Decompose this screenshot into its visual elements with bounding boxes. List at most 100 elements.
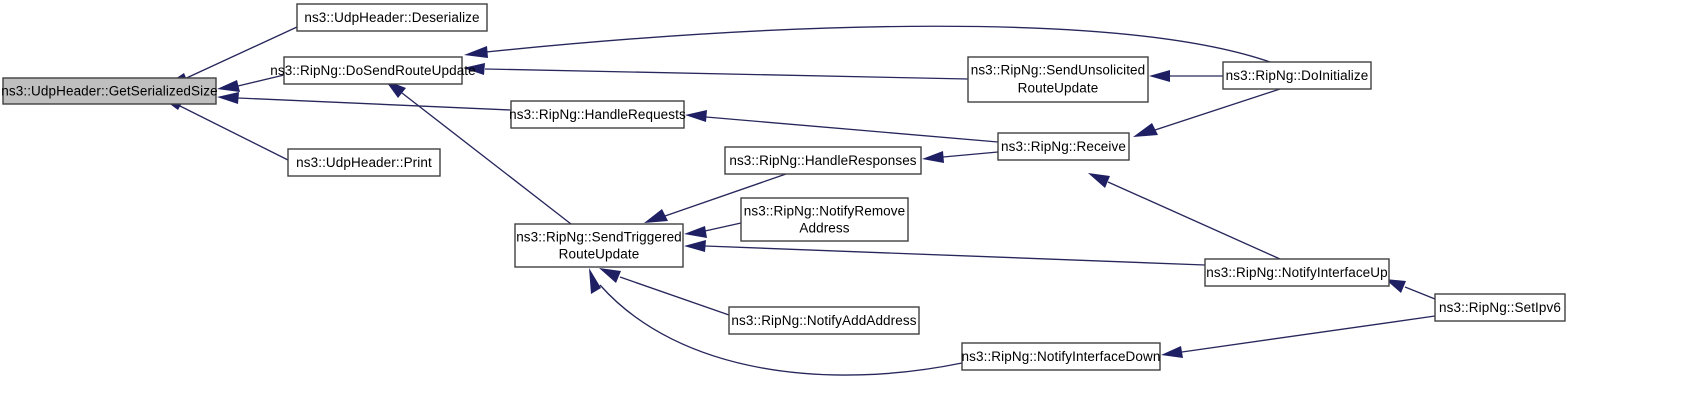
arrow-head <box>1149 70 1170 82</box>
arrow-head <box>1161 346 1183 358</box>
edge-sendunsolicitedrouteupdate-to-dosendrouteupdate <box>463 63 969 80</box>
node-notify-interface-down[interactable]: ns3::RipNg::NotifyInterfaceDown <box>961 342 1161 371</box>
edge-line <box>942 151 999 158</box>
edge-setipv6-to-notifyinterfacedown <box>1161 315 1436 358</box>
node-label-line1: ns3::RipNg::NotifyRemove <box>744 204 905 219</box>
arrow-head <box>464 46 488 58</box>
edge-notifyinterfaceup-to-receive <box>1088 173 1281 260</box>
edge-line <box>237 74 285 87</box>
arrow-head <box>1385 279 1406 293</box>
arrow-head <box>217 92 239 104</box>
node-label: ns3::UdpHeader::Print <box>296 155 432 170</box>
node-get-serialized-size[interactable]: ns3::UdpHeader::GetSerializedSize <box>1 77 218 105</box>
node-label: ns3::RipNg::HandleRequests <box>509 107 686 122</box>
arrow-head <box>589 268 601 294</box>
node-box[interactable] <box>967 56 1149 103</box>
edge-receive-to-handleresponses <box>922 151 999 163</box>
edge-layer <box>159 25 1436 376</box>
node-box[interactable] <box>510 100 685 129</box>
node-box[interactable] <box>740 197 909 242</box>
node-label: ns3::RipNg::SetIpv6 <box>1439 300 1561 315</box>
node-label: ns3::RipNg::NotifyAddAddress <box>731 313 916 328</box>
node-print[interactable]: ns3::UdpHeader::Print <box>287 148 441 177</box>
arrow-head <box>599 268 621 283</box>
edge-notifyaddaddress-to-sendtriggeredrouteupdate <box>599 268 730 316</box>
edge-line <box>704 245 1206 266</box>
arrow-head <box>644 209 668 223</box>
arrow-head <box>922 151 944 163</box>
node-box[interactable] <box>287 148 441 177</box>
node-do-send-route-update[interactable]: ns3::RipNg::DoSendRouteUpdate <box>270 56 476 85</box>
node-box[interactable] <box>1204 258 1390 287</box>
node-notify-add-address[interactable]: ns3::RipNg::NotifyAddAddress <box>728 306 920 335</box>
edge-line <box>177 104 289 161</box>
node-send-unsolicited-route-update[interactable]: ns3::RipNg::SendUnsolicited RouteUpdate <box>967 56 1149 103</box>
edge-notifyinterfacedown-to-sendtriggeredrouteupdate <box>589 268 963 376</box>
node-send-triggered-route-update[interactable]: ns3::RipNg::SendTriggered RouteUpdate <box>514 223 684 268</box>
edge-line <box>484 68 969 80</box>
node-box[interactable] <box>514 223 684 268</box>
node-set-ipv6[interactable]: ns3::RipNg::SetIpv6 <box>1434 293 1566 322</box>
edge-line <box>237 97 512 111</box>
edge-line <box>401 92 572 225</box>
edge-line <box>1181 315 1436 353</box>
node-box[interactable] <box>1222 61 1372 90</box>
arrow-head <box>684 240 706 252</box>
node-label-line2: Address <box>799 221 849 236</box>
edge-line <box>664 173 787 217</box>
node-deserialize[interactable]: ns3::UdpHeader::Deserialize <box>296 3 488 32</box>
node-box[interactable] <box>724 146 922 175</box>
edge-receive-to-handlerequests <box>685 110 999 143</box>
edge-print-to-getserializedsize <box>159 96 289 161</box>
node-label: ns3::UdpHeader::Deserialize <box>304 10 479 25</box>
node-label: ns3::RipNg::DoSendRouteUpdate <box>270 63 476 78</box>
edge-notifyinterfaceup-to-sendtriggeredrouteupdate <box>684 240 1206 266</box>
node-label-line2: RouteUpdate <box>1018 81 1099 96</box>
arrow-head <box>1133 123 1158 137</box>
node-box[interactable] <box>728 306 920 335</box>
arrow-head <box>1088 173 1110 188</box>
edge-line <box>704 222 742 232</box>
node-label: ns3::UdpHeader::GetSerializedSize <box>1 84 217 99</box>
edge-line <box>1154 88 1281 131</box>
node-notify-remove-address[interactable]: ns3::RipNg::NotifyRemove Address <box>740 197 909 242</box>
node-box[interactable] <box>296 3 488 32</box>
node-label: ns3::RipNg::DoInitialize <box>1226 68 1369 83</box>
node-label-line1: ns3::RipNg::SendUnsolicited <box>971 63 1146 78</box>
arrow-head <box>463 63 485 75</box>
node-label-line2: RouteUpdate <box>559 247 640 262</box>
edge-doinitialize-to-dosendrouteupdate <box>464 25 1271 63</box>
edge-line <box>1107 181 1281 260</box>
node-handle-responses[interactable]: ns3::RipNg::HandleResponses <box>724 146 922 175</box>
node-receive[interactable]: ns3::RipNg::Receive <box>997 132 1130 161</box>
node-layer: ns3::UdpHeader::GetSerializedSize ns3::U… <box>1 3 1566 371</box>
node-label: ns3::RipNg::Receive <box>1001 139 1126 154</box>
edge-notifyremoveaddress-to-sendtriggeredrouteupdate <box>684 222 742 238</box>
edge-line <box>619 276 730 316</box>
edge-line <box>705 116 999 143</box>
node-label: ns3::RipNg::HandleResponses <box>729 153 916 168</box>
node-label: ns3::RipNg::NotifyInterfaceDown <box>962 349 1161 364</box>
arrow-head <box>685 110 707 122</box>
edge-line <box>1404 286 1436 300</box>
edge-doinitialize-to-sendunsolicitedrouteupdate <box>1149 70 1223 82</box>
edge-handlerequests-to-getserializedsize <box>217 92 512 111</box>
edge-setipv6-to-notifyinterfaceup <box>1385 279 1436 300</box>
edge-handleresponses-to-sendtriggeredrouteupdate <box>644 173 787 223</box>
edge-dosendrouteupdate-to-getserializedsize <box>217 74 285 92</box>
node-label: ns3::RipNg::NotifyInterfaceUp <box>1206 265 1387 280</box>
arrow-head <box>684 226 707 238</box>
node-do-initialize[interactable]: ns3::RipNg::DoInitialize <box>1222 61 1372 90</box>
node-box[interactable] <box>961 342 1161 371</box>
node-handle-requests[interactable]: ns3::RipNg::HandleRequests <box>509 100 686 129</box>
edge-line <box>485 25 1271 63</box>
node-box[interactable] <box>283 56 463 85</box>
node-box[interactable] <box>997 132 1130 161</box>
node-notify-interface-up[interactable]: ns3::RipNg::NotifyInterfaceUp <box>1204 258 1390 287</box>
edge-doinitialize-to-receive <box>1133 88 1281 137</box>
node-box[interactable] <box>2 77 217 105</box>
node-box[interactable] <box>1434 293 1566 322</box>
arrow-head <box>217 80 240 92</box>
